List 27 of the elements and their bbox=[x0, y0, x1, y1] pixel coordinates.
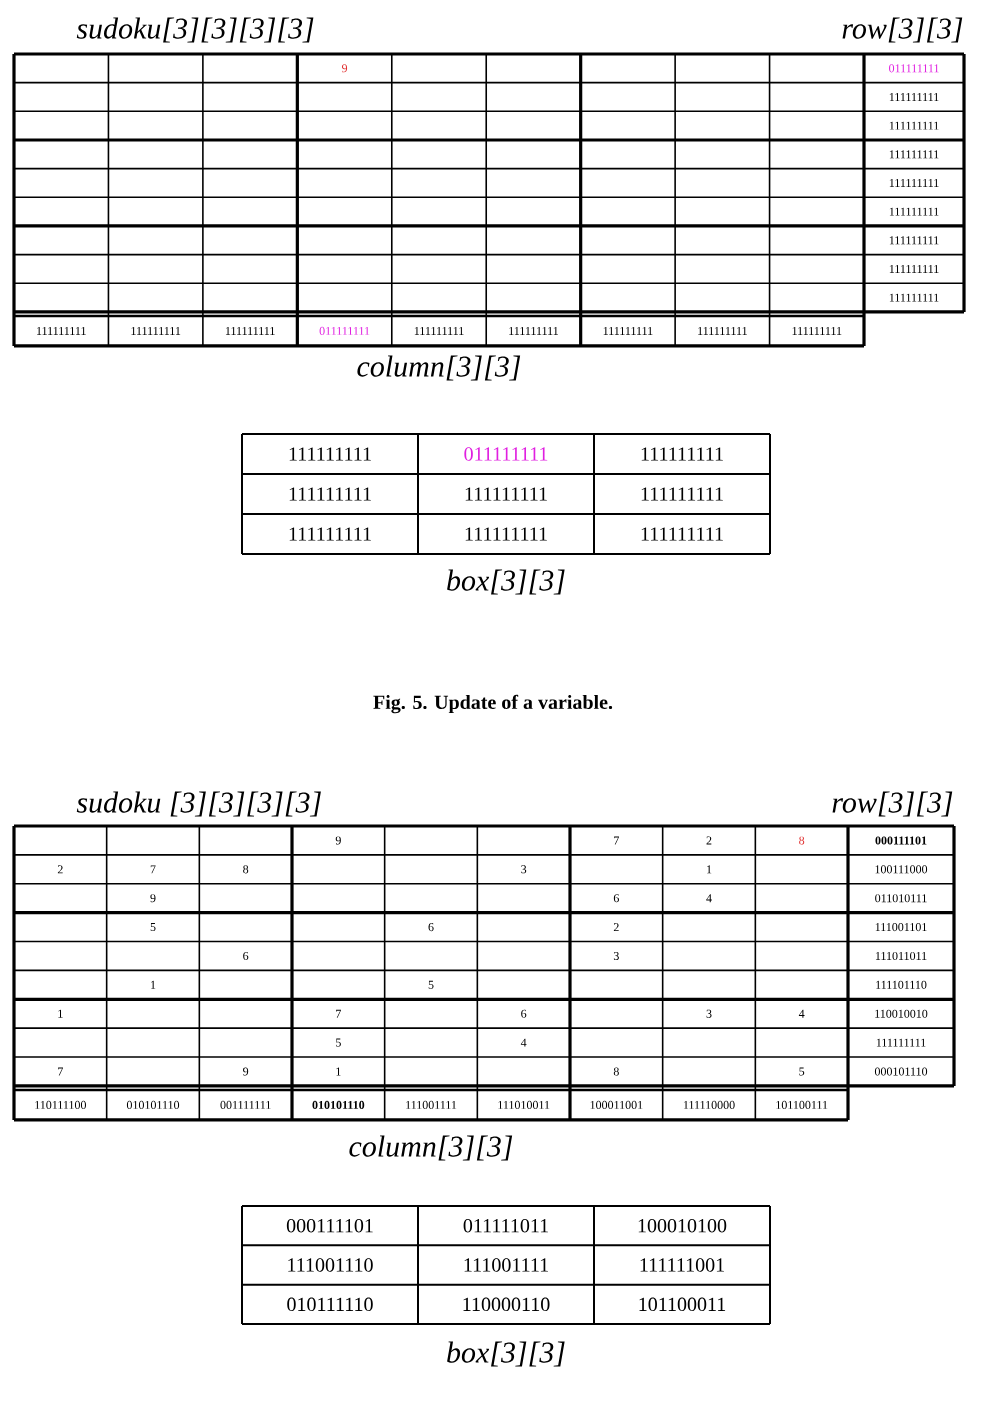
bit-string: 010111110 bbox=[287, 1297, 373, 1312]
bit-string: 111001111 bbox=[464, 1258, 548, 1272]
bit-string: 111111111 bbox=[289, 487, 371, 501]
array-title: column[3][3] bbox=[349, 1135, 513, 1161]
bit-string: 111111111 bbox=[641, 447, 723, 461]
bit-string: 000111101 bbox=[286, 1218, 373, 1233]
bit-string: 100010100 bbox=[638, 1218, 727, 1233]
array-title: box[3][3] bbox=[447, 1341, 565, 1367]
bit-string: 110000110 bbox=[463, 1297, 550, 1312]
array-title: sudoku [3][3][3][3] bbox=[76, 791, 321, 817]
array-title: box[3][3] bbox=[447, 569, 565, 595]
bit-string: 111111001 bbox=[640, 1258, 724, 1272]
figure-caption: Fig. 5. Update of a variable. bbox=[373, 694, 613, 714]
bit-string: 101100011 bbox=[639, 1297, 726, 1312]
bit-string: 011111111 bbox=[464, 447, 548, 461]
bit-string: 111111111 bbox=[465, 487, 547, 501]
array-title: row[3][3] bbox=[842, 17, 963, 43]
bit-string: 111111111 bbox=[641, 487, 723, 501]
bit-string: 011111011 bbox=[463, 1218, 548, 1233]
array-title: column[3][3] bbox=[357, 355, 521, 381]
bit-string: 111111111 bbox=[289, 447, 371, 461]
bit-string: 111111111 bbox=[641, 527, 723, 541]
bit-string: 111111111 bbox=[289, 527, 371, 541]
array-title: row[3][3] bbox=[832, 791, 953, 817]
array-title: sudoku[3][3][3][3] bbox=[76, 17, 314, 43]
bit-string: 111111111 bbox=[465, 527, 547, 541]
bit-string: 111001110 bbox=[288, 1258, 373, 1272]
